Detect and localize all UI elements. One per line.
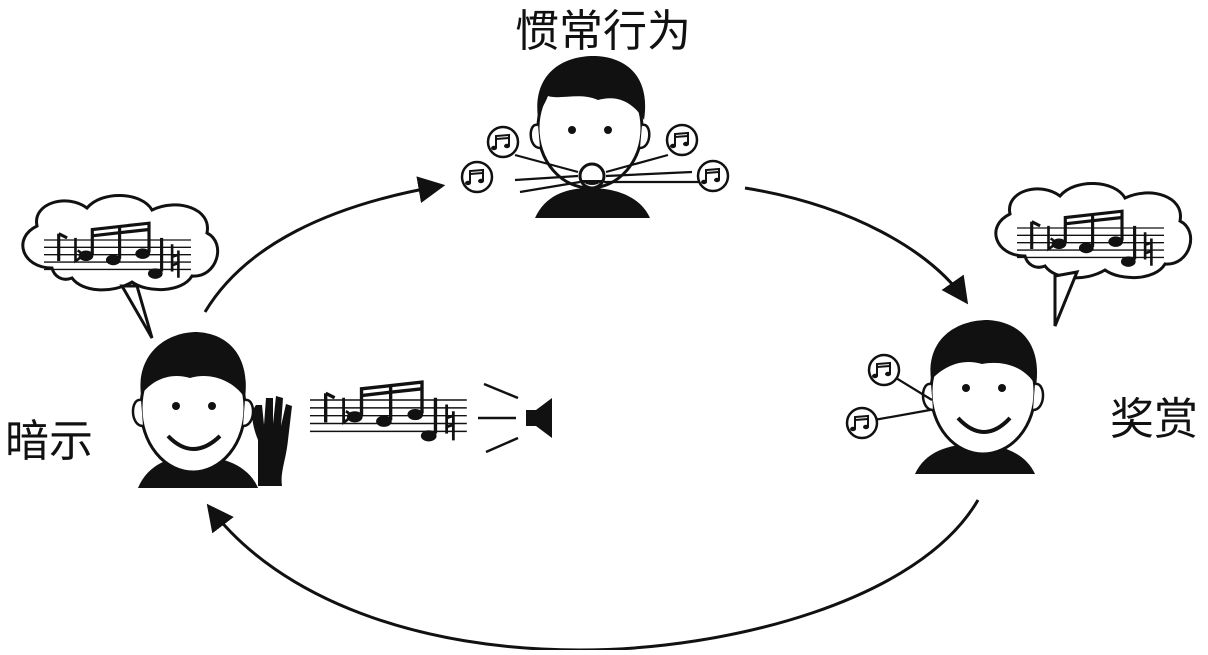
hand-icon [252, 396, 292, 486]
reward-person-icon [915, 320, 1045, 474]
cue-label: 暗示 [5, 416, 93, 467]
cue-thought-cloud-icon [21, 193, 220, 339]
arrow-cue-to-routine [203, 176, 446, 313]
reward-thought-cloud-icon [994, 181, 1193, 327]
routine-person-icon [529, 55, 651, 218]
music-staff [308, 380, 469, 444]
arrow-reward-to-cue [206, 499, 980, 652]
music-note-icon [845, 353, 901, 440]
reward-sound-lines [873, 377, 933, 422]
cue-person-icon [131, 332, 258, 488]
arrow-routine-to-reward [744, 186, 969, 305]
reward-label: 奖赏 [1110, 394, 1198, 445]
speaker-icon [478, 382, 552, 454]
routine-label: 惯常行为 [515, 6, 691, 57]
sound-lines [514, 153, 700, 194]
